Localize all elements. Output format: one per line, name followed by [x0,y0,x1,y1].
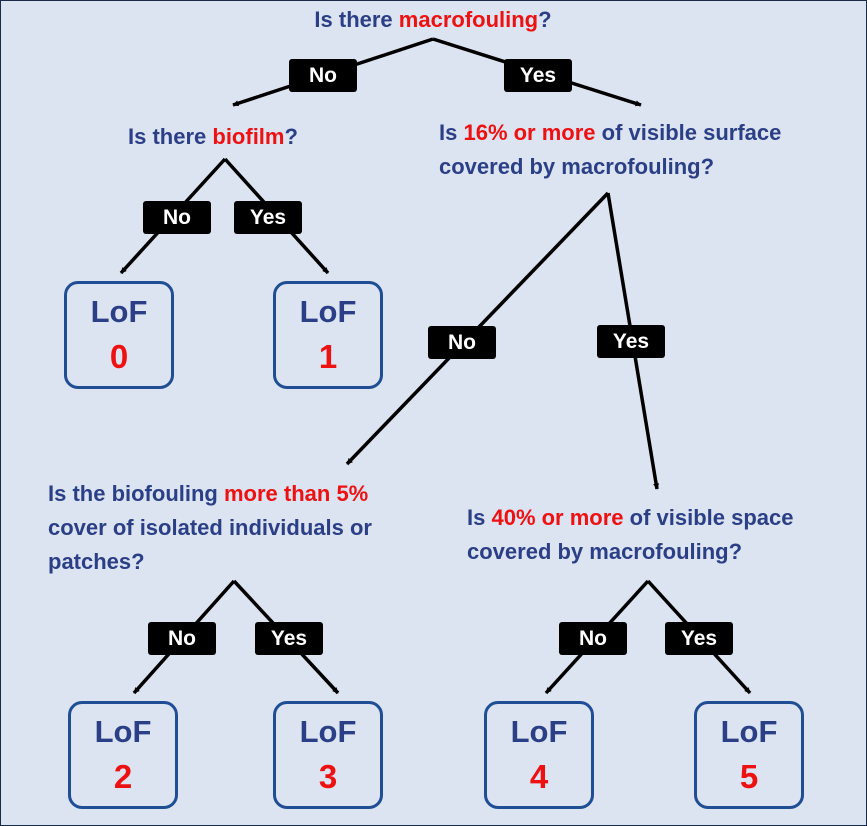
question-5-percent: Is the biofouling more than 5% cover of … [48,481,372,574]
lof-level: 0 [109,338,129,375]
lof-level: 4 [529,758,549,795]
question-macrofouling: Is there macrofouling? [314,7,552,32]
q40-no-label: No [559,622,627,655]
root-no-label: No [289,59,357,92]
lof-5-box: LoF 5 [694,701,804,809]
lof-4-box: LoF 4 [484,701,594,809]
q40-yes-label: Yes [665,622,733,655]
lof-level: 2 [113,758,133,795]
lof-level: 5 [739,758,759,795]
lof-3-box: LoF 3 [273,701,383,809]
lof-level: 3 [318,758,338,795]
lof-title: LoF [90,294,148,329]
lof-title: LoF [299,714,357,749]
lof-1-box: LoF 1 [273,281,383,389]
lof-0-box: LoF 0 [64,281,174,389]
biofilm-yes-label: Yes [234,201,302,234]
q5-no-label: No [148,622,216,655]
lof-level: 1 [318,338,338,375]
question-biofilm: Is there biofilm? [128,124,298,149]
root-yes-label: Yes [504,59,572,92]
biofilm-no-label: No [143,201,211,234]
lof-title: LoF [720,714,778,749]
lof-title: LoF [299,294,357,329]
lof-title: LoF [510,714,568,749]
lof-2-box: LoF 2 [68,701,178,809]
q16-no-label: No [428,326,496,359]
q5-yes-label: Yes [255,622,323,655]
q16-yes-label: Yes [597,325,665,358]
question-40-percent: Is 40% or more of visible space covered … [467,505,794,564]
question-16-percent: Is 16% or more of visible surface covere… [439,120,782,179]
lof-title: LoF [94,714,152,749]
